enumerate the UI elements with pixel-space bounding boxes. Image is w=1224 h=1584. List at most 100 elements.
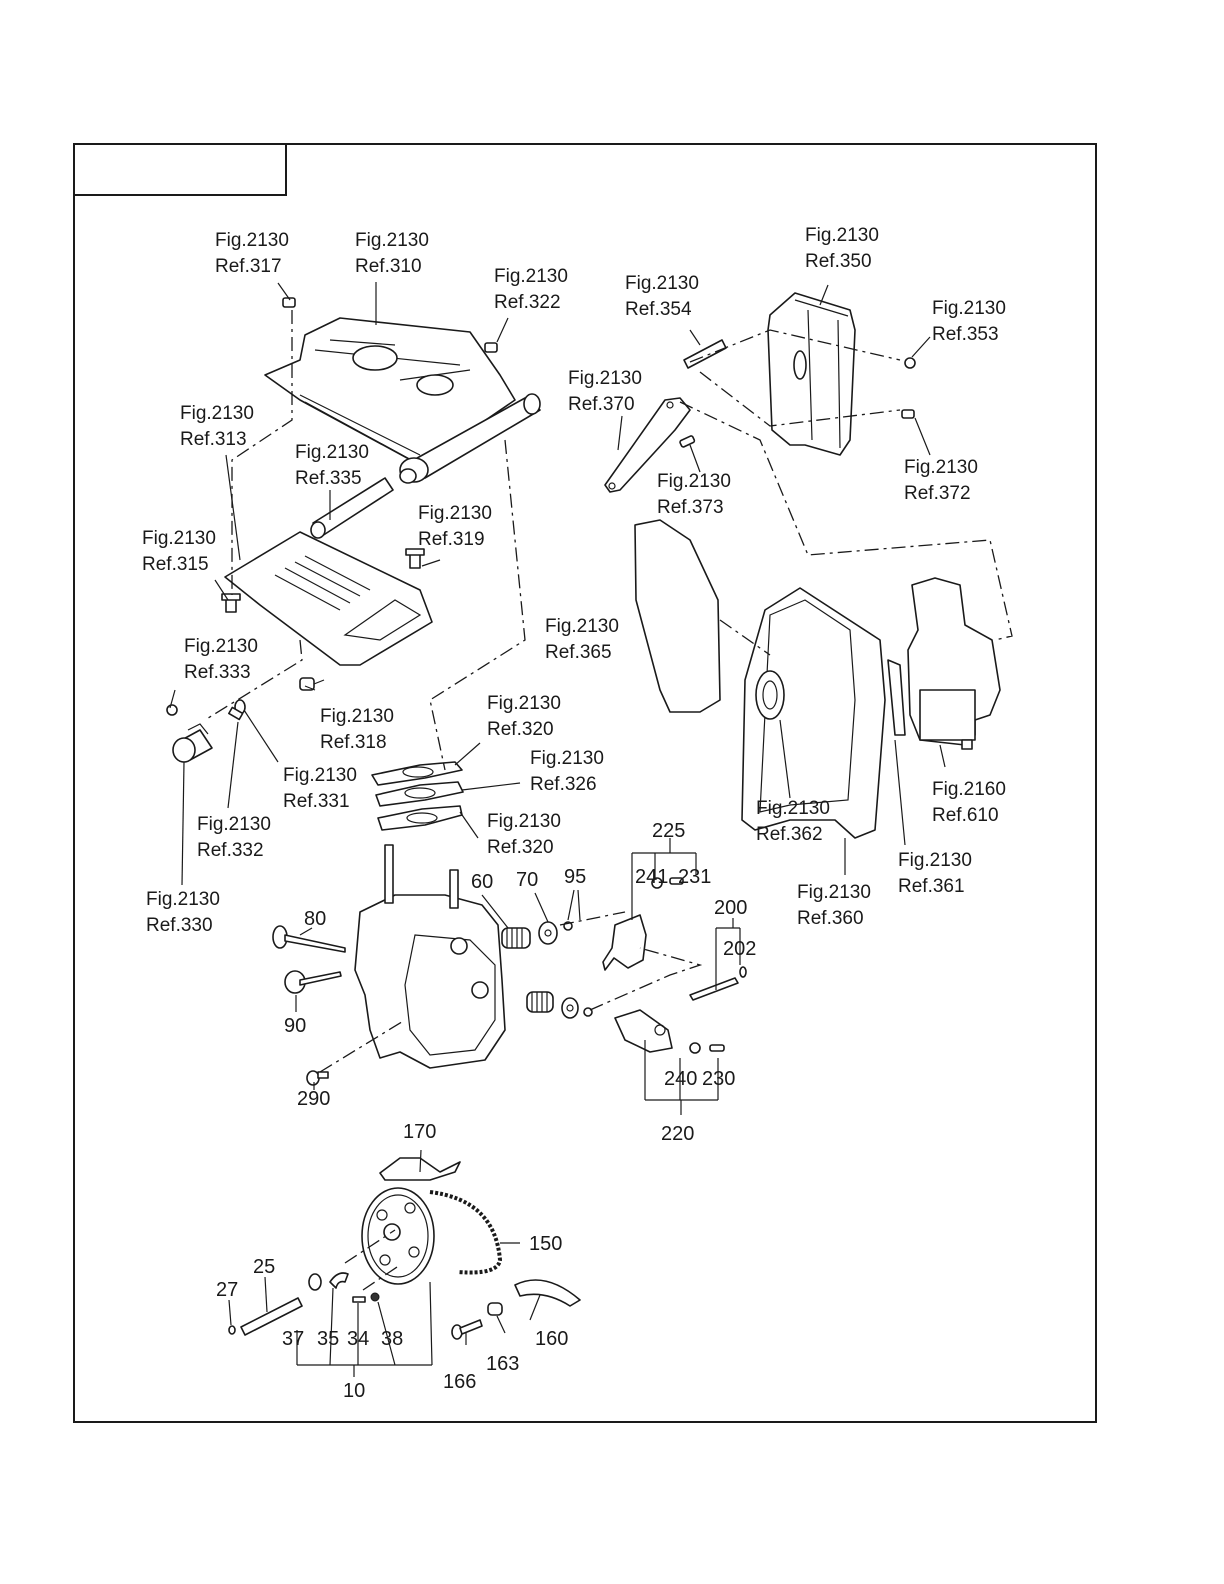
callout-fig: Fig.2130 — [197, 814, 271, 835]
callout-370: Fig.2130 Ref.370 — [568, 368, 642, 415]
nut-240 — [689, 1042, 701, 1054]
part-number-37: 37 — [282, 1328, 304, 1350]
muffler-body — [399, 393, 541, 484]
callout-ref: Ref.315 — [142, 554, 209, 575]
callout-fig: Fig.2130 — [320, 706, 394, 727]
part-number-241: 241 — [635, 866, 668, 888]
callout-fig: Fig.2130 — [180, 403, 254, 424]
gasket-320-lower — [377, 805, 463, 831]
part-number-34: 34 — [347, 1328, 369, 1350]
spring-163 — [487, 1302, 503, 1316]
callout-fig: Fig.2130 — [418, 503, 492, 524]
callout-fig: Fig.2130 — [568, 368, 642, 389]
callout-ref: Ref.361 — [898, 876, 965, 897]
nut-322 — [484, 342, 498, 353]
callout-ref: Ref.317 — [215, 256, 282, 277]
timing-chain-150 — [429, 1190, 503, 1275]
carburetor-610 — [907, 577, 1001, 750]
callout-322: Fig.2130 Ref.322 — [494, 266, 568, 313]
callout-317: Fig.2130 Ref.317 — [215, 230, 289, 277]
part-number-160: 160 — [535, 1328, 568, 1350]
callout-313: Fig.2130 Ref.313 — [180, 403, 254, 450]
callout-fig: Fig.2130 — [184, 636, 258, 657]
callout-361: Fig.2130 Ref.361 — [898, 850, 972, 897]
screw-332 — [228, 706, 244, 721]
screw-231 — [669, 877, 684, 885]
callout-fig: Fig.2130 — [146, 889, 220, 910]
callout-fig: Fig.2130 — [756, 798, 830, 819]
spark-arrestor-330 — [172, 723, 213, 763]
spring-38 — [370, 1292, 380, 1302]
callout-fig: Fig.2130 — [657, 471, 731, 492]
callout-fig: Fig.2130 — [898, 850, 972, 871]
part-number-70: 70 — [516, 869, 538, 891]
air-filter-cover-350 — [767, 292, 856, 456]
gasket-320-upper — [371, 761, 463, 786]
callout-fig: Fig.2130 — [487, 811, 561, 832]
heat-shield-313 — [224, 531, 433, 666]
figure-title-box — [73, 143, 287, 196]
part-number-231: 231 — [678, 866, 711, 888]
tube-335 — [310, 477, 394, 539]
diagram-frame — [73, 143, 1097, 1423]
callout-fig: Fig.2130 — [904, 457, 978, 478]
callout-372: Fig.2130 Ref.372 — [904, 457, 978, 504]
callout-ref: Ref.350 — [805, 251, 872, 272]
callout-ref: Ref.332 — [197, 840, 264, 861]
bolt-315 — [221, 593, 241, 613]
callout-ref: Ref.313 — [180, 429, 247, 450]
callout-ref: Ref.320 — [487, 719, 554, 740]
bolt-290 — [306, 1070, 329, 1086]
weight-35 — [329, 1272, 349, 1289]
part-number-150: 150 — [529, 1233, 562, 1255]
callout-318: Fig.2130 Ref.318 — [320, 706, 394, 753]
callout-350: Fig.2130 Ref.350 — [805, 225, 879, 272]
callout-ref: Ref.354 — [625, 299, 692, 320]
callout-ref: Ref.360 — [797, 908, 864, 929]
callout-fig: Fig.2160 — [932, 779, 1006, 800]
callout-ref: Ref.362 — [756, 824, 823, 845]
part-number-95: 95 — [564, 866, 586, 888]
leader-lines — [169, 282, 946, 1377]
part-number-166: 166 — [443, 1371, 476, 1393]
air-cleaner-base-360 — [741, 587, 886, 839]
valve-90 — [284, 970, 342, 994]
callout-fig: Fig.2130 — [932, 298, 1006, 319]
rocker-arm-220 — [614, 1009, 673, 1053]
callout-ref: Ref.319 — [418, 529, 485, 550]
screw-230 — [709, 1044, 725, 1052]
callout-360: Fig.2130 Ref.360 — [797, 882, 871, 929]
guide-160 — [514, 1279, 581, 1307]
gasket-362 — [755, 670, 785, 720]
bolt-319 — [405, 548, 425, 569]
alignment-dashed-lines — [204, 310, 1013, 1291]
part-number-240: 240 — [664, 1068, 697, 1090]
cylinder-head — [354, 844, 506, 1069]
part-number-10: 10 — [343, 1380, 365, 1402]
pin-166 — [451, 1319, 483, 1340]
nut-241 — [651, 877, 663, 889]
part-number-38: 38 — [381, 1328, 403, 1350]
callout-315: Fig.2130 Ref.315 — [142, 528, 216, 575]
part-number-230: 230 — [702, 1068, 735, 1090]
callout-335: Fig.2130 Ref.335 — [295, 442, 369, 489]
part-number-90: 90 — [284, 1015, 306, 1037]
callout-ref: Ref.610 — [932, 805, 999, 826]
part-number-80: 80 — [304, 908, 326, 930]
callout-ref: Ref.370 — [568, 394, 635, 415]
callout-ref: Ref.335 — [295, 468, 362, 489]
callout-ref: Ref.353 — [932, 324, 999, 345]
part-number-202: 202 — [723, 938, 756, 960]
callout-fig: Fig.2130 — [797, 882, 871, 903]
part-number-220: 220 — [661, 1123, 694, 1145]
part-number-225: 225 — [652, 820, 685, 842]
callout-331: Fig.2130 Ref.331 — [283, 765, 357, 812]
callout-ref: Ref.310 — [355, 256, 422, 277]
callout-320-lower: Fig.2130 Ref.320 — [487, 811, 561, 858]
bolt-318 — [299, 677, 325, 691]
cam-sprocket-10 — [361, 1187, 435, 1285]
callout-320-upper: Fig.2130 Ref.320 — [487, 693, 561, 740]
part-number-170: 170 — [403, 1121, 436, 1143]
part-number-200: 200 — [714, 897, 747, 919]
